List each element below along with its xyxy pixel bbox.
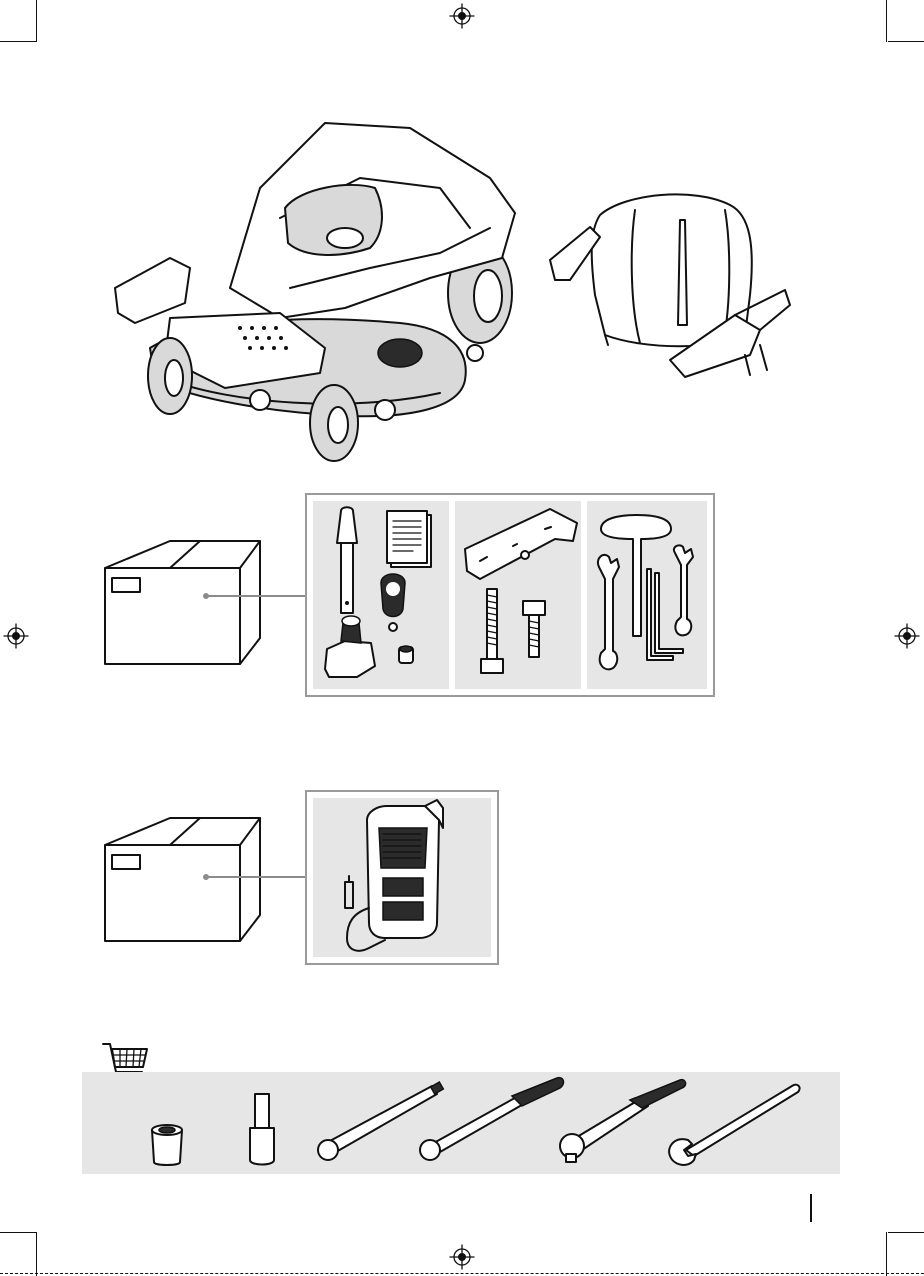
small-nut bbox=[399, 646, 413, 663]
required-tools-strip bbox=[82, 1072, 840, 1174]
key-fob bbox=[381, 574, 405, 631]
joystick-control bbox=[325, 616, 375, 677]
parts-group-tools bbox=[587, 501, 707, 689]
zero-turn-mower bbox=[110, 118, 530, 468]
crop-mark bbox=[886, 0, 887, 42]
documents bbox=[387, 511, 431, 567]
registration-mark-icon bbox=[450, 4, 474, 28]
registration-mark-icon bbox=[450, 1245, 474, 1269]
parts-group-charger bbox=[313, 798, 491, 957]
seat-mounting-bracket bbox=[465, 509, 577, 579]
cardboard-box-icon bbox=[100, 815, 310, 947]
mower-seat bbox=[545, 185, 805, 385]
open-end-wrench-long bbox=[669, 1085, 800, 1165]
registration-mark-icon bbox=[4, 624, 28, 648]
page-margin-bar bbox=[810, 1194, 812, 1222]
open-end-wrench bbox=[598, 555, 619, 669]
short-bolt bbox=[523, 601, 545, 657]
crop-mark bbox=[886, 1232, 887, 1276]
crop-mark bbox=[888, 41, 924, 42]
hex-keys bbox=[647, 569, 683, 660]
parts-group-controls bbox=[313, 501, 449, 689]
crop-mark bbox=[36, 1232, 37, 1276]
long-bolt bbox=[481, 589, 503, 673]
crop-mark bbox=[0, 41, 36, 42]
cardboard-box-icon bbox=[100, 538, 310, 670]
parts-box-1-contents bbox=[305, 493, 715, 697]
registration-mark-icon bbox=[895, 624, 919, 648]
crop-mark bbox=[36, 0, 37, 42]
parts-group-bracket bbox=[455, 501, 581, 689]
socket bbox=[152, 1125, 182, 1165]
socket-extension bbox=[250, 1094, 274, 1165]
parts-box-2-contents bbox=[305, 790, 499, 965]
bottom-trim-line bbox=[0, 1273, 924, 1274]
ratchet bbox=[560, 1080, 686, 1162]
open-end-wrench-small bbox=[674, 545, 693, 635]
control-lever-handle bbox=[337, 507, 357, 613]
crop-mark bbox=[888, 1232, 924, 1233]
battery-charger bbox=[313, 798, 491, 957]
crop-mark bbox=[0, 1232, 36, 1233]
